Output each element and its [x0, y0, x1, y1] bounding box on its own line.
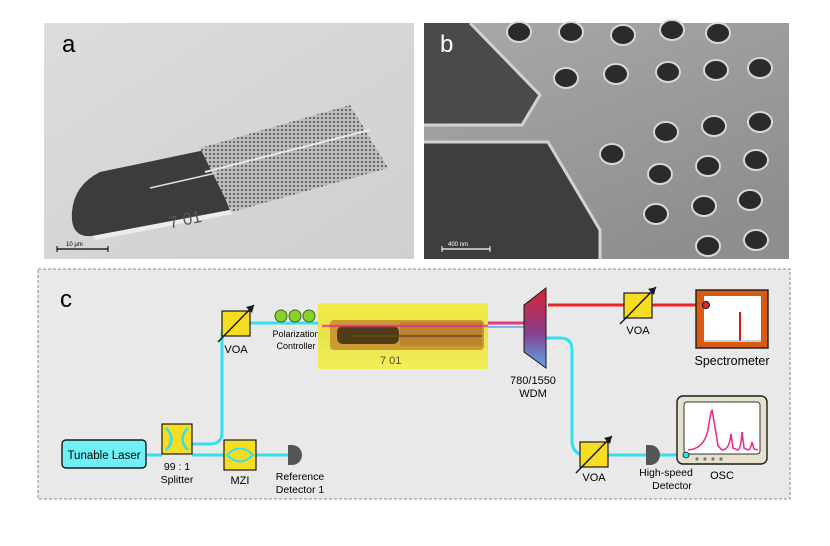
sem-b-scale-label: 400 nm [448, 242, 468, 248]
sem-b-hole [703, 59, 729, 81]
panel-label-b: b [440, 31, 453, 58]
osc-input-icon [682, 451, 690, 459]
sem-b-hole [695, 235, 721, 257]
sem-a-etched-pit [71, 150, 230, 237]
spectrometer-label: Spectrometer [694, 354, 769, 368]
voa-1-arrow-icon [217, 304, 255, 343]
voa-1-label: VOA [224, 344, 248, 356]
mzi [223, 439, 257, 471]
voa-2-label: VOA [626, 325, 650, 337]
sem-b-hole [747, 57, 773, 79]
panel-label-a: a [62, 31, 76, 58]
sem-b-trench-top [424, 23, 540, 125]
sem-a-scale-label: 10 μm [66, 242, 83, 248]
setup-panel-c: c Tunable Laser 99 : 1 Splitter MZI Refe… [37, 268, 791, 500]
polarization-controller-icon [274, 309, 316, 323]
voa-2 [623, 292, 653, 319]
sem-b-hole [705, 22, 731, 44]
sem-a-pit-edge [92, 210, 232, 240]
sem-b-hole [691, 195, 717, 217]
mzi-label: MZI [231, 475, 250, 487]
splitter-ratio: 99 : 1 [164, 461, 190, 473]
sem-b-hole [747, 111, 773, 133]
sem-b-hole [599, 143, 625, 165]
sem-b-hole [701, 115, 727, 137]
tunable-laser-label: Tunable Laser [67, 450, 140, 462]
reference-detector-line1: Reference [276, 471, 325, 483]
sem-b-holes [506, 19, 773, 257]
voa-2-arrow-icon [619, 286, 657, 325]
osc-knobs [695, 457, 723, 461]
splitter-icon [165, 427, 189, 451]
sem-a-photonic-crystal [200, 105, 388, 212]
splitter-label: Splitter [161, 474, 194, 486]
osc-screen [683, 401, 761, 455]
sem-a-fiber-taper [149, 172, 217, 189]
sem-b-hole [610, 24, 636, 46]
osc-trace [687, 409, 759, 451]
reference-detector-icon [288, 445, 302, 465]
mzi-icon [226, 447, 255, 463]
sem-b-hole [659, 19, 685, 41]
detector-line2: Detector [652, 480, 692, 492]
wdm [523, 286, 547, 369]
reference-detector-line2: Detector 1 [276, 484, 325, 496]
chip-mark: 7 01 [380, 355, 401, 367]
sem-panel-b: 400 nm b [424, 19, 789, 259]
voa-3-label: VOA [582, 472, 606, 484]
sem-b-hole [653, 121, 679, 143]
voa-3-arrow-icon [575, 435, 613, 474]
detector-line1: High-speed [639, 467, 693, 479]
sem-b-hole [558, 21, 584, 43]
spectrometer-screen [704, 296, 761, 342]
chip-device: 7 01 [318, 303, 488, 369]
sem-b-hole [647, 163, 673, 185]
detector-icon [646, 445, 660, 465]
sem-b-hole [643, 203, 669, 225]
sem-b-hole [506, 21, 532, 43]
polarization-line2: Controller [276, 341, 315, 351]
sem-b-trench-bottom [424, 142, 600, 259]
sem-a-waveguide [204, 129, 371, 173]
sem-b-hole [655, 61, 681, 83]
sem-b-hole [743, 149, 769, 171]
polarization-line1: Polarization [272, 329, 319, 339]
wdm-line1: 780/1550 [510, 375, 556, 387]
sem-panel-a: 7 01 10 μm a [44, 23, 414, 259]
spectrometer-input-icon [702, 301, 710, 309]
osc-label: OSC [710, 470, 734, 482]
sem-b-hole [695, 155, 721, 177]
wdm-line2: WDM [519, 388, 547, 400]
sem-b-hole [603, 63, 629, 85]
panel-label-c: c [60, 286, 72, 313]
sem-b-hole [737, 189, 763, 211]
sem-b-hole [743, 229, 769, 251]
sem-b-hole [553, 67, 579, 89]
tunable-laser [61, 439, 147, 469]
